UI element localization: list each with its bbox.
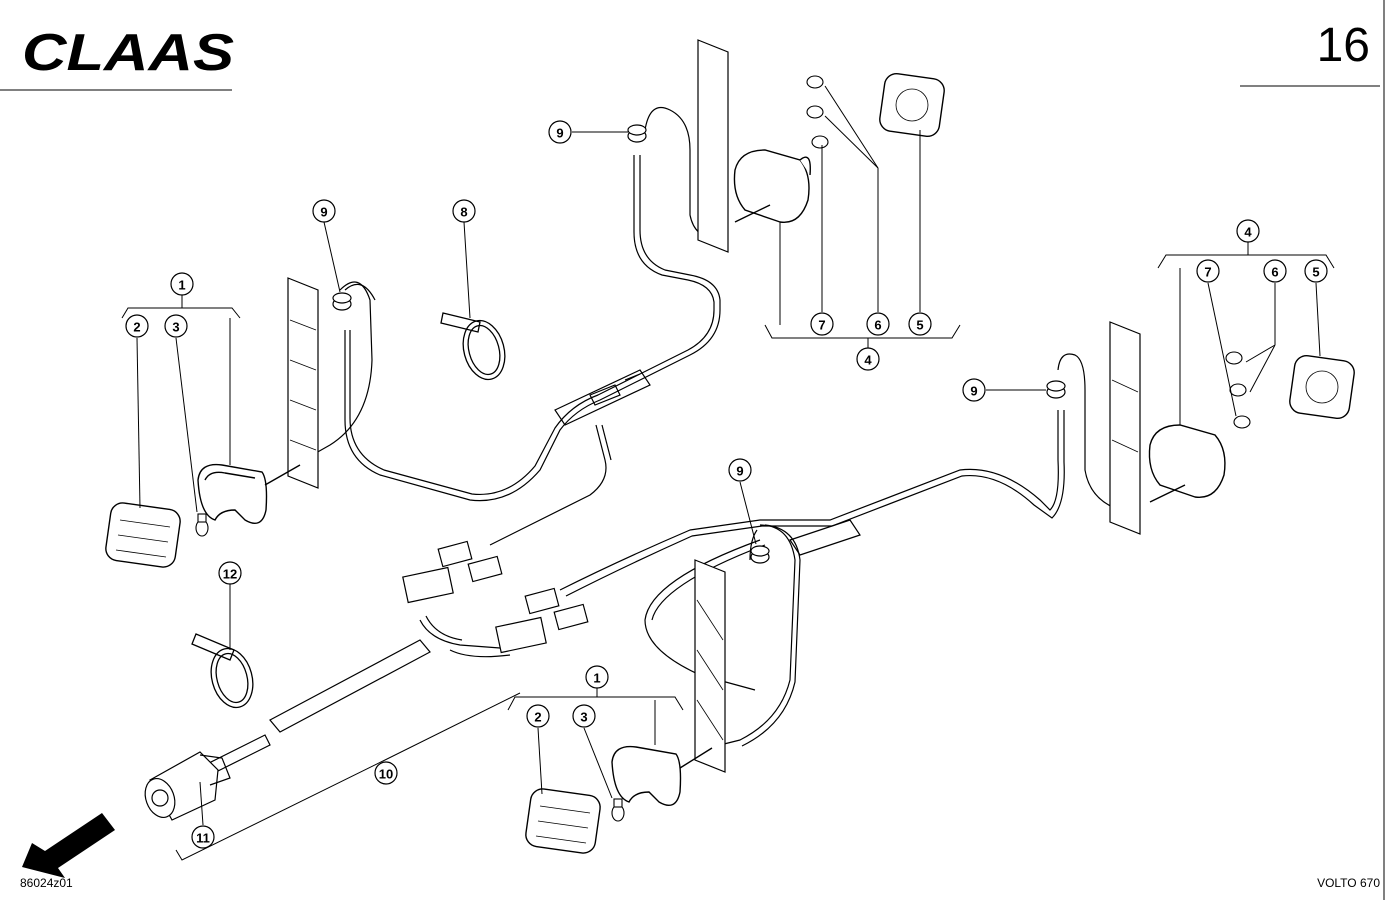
- callout-labels: 1 2 3 9 8 9 7 6 5 4 4 7 6 5 9 9 12 1 2 3…: [133, 126, 1319, 846]
- callout-2-bottom[interactable]: 2: [534, 710, 541, 725]
- callout-1-bottom[interactable]: 1: [593, 671, 600, 686]
- callout-circles: [125, 120, 1328, 849]
- brand-text: CLAAS: [22, 24, 234, 76]
- mounting-plates: [287, 39, 1141, 773]
- callout-8[interactable]: 8: [460, 205, 467, 220]
- callout-12[interactable]: 12: [223, 567, 237, 582]
- bulbs: [195, 75, 1251, 822]
- plate-hatching: [289, 319, 1139, 741]
- callout-5-top[interactable]: 5: [916, 318, 923, 333]
- callout-7-top[interactable]: 7: [818, 318, 825, 333]
- model-name: VOLTO 670: [1317, 876, 1380, 890]
- callout-3-top[interactable]: 3: [172, 320, 179, 335]
- drawing-number: 86024z01: [20, 876, 73, 890]
- callout-9-top[interactable]: 9: [556, 126, 563, 141]
- callout-7-right[interactable]: 7: [1204, 265, 1211, 280]
- callout-2-top[interactable]: 2: [133, 320, 140, 335]
- page-number: 16: [1316, 19, 1370, 72]
- claas-logo: CLAAS: [22, 24, 234, 76]
- callout-4-right[interactable]: 4: [1244, 225, 1252, 240]
- callout-6-top[interactable]: 6: [874, 318, 881, 333]
- main-harness: [299, 106, 1121, 747]
- left-connectors: [402, 540, 589, 654]
- callout-5-right[interactable]: 5: [1312, 265, 1319, 280]
- lamp-housings: [197, 149, 1226, 806]
- callout-9-middle[interactable]: 9: [736, 464, 743, 479]
- callout-9-left[interactable]: 9: [320, 205, 327, 220]
- callout-6-right[interactable]: 6: [1271, 265, 1278, 280]
- grommets: [332, 124, 1066, 564]
- callout-3-bottom[interactable]: 3: [580, 710, 587, 725]
- callout-1-top[interactable]: 1: [178, 278, 185, 293]
- lens-details: [115, 88, 1339, 844]
- leader-lines: [121, 85, 1335, 861]
- callout-4-top[interactable]: 4: [864, 353, 872, 368]
- cable-ties: [191, 312, 506, 709]
- seven-pin-plug: [144, 751, 231, 821]
- callout-11[interactable]: 11: [196, 831, 210, 846]
- callout-9-right[interactable]: 9: [970, 384, 977, 399]
- direction-arrow: [22, 813, 115, 878]
- callout-10[interactable]: 10: [379, 767, 393, 782]
